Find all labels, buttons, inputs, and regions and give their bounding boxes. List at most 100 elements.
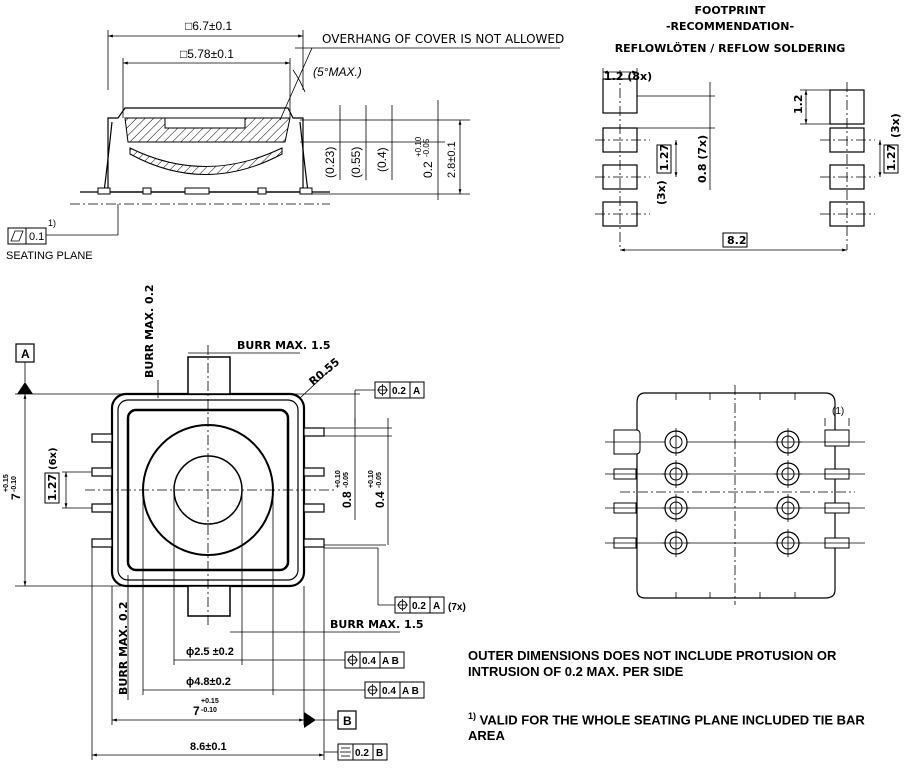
lead [91,503,113,513]
angle-arc [292,69,306,93]
dim-023-text: (0.23) [323,147,337,178]
pitch-count-right: (3x) [889,113,902,138]
sym-frame-ref [372,743,388,761]
tie-bar-top [187,356,231,395]
flatness-value: 0.1 [29,231,44,243]
pos-tol-top-ref: A [413,386,420,397]
note-seating-plane: 1) VALID FOR THE WHOLE SEATING PLANE INC… [468,708,898,744]
lead-w2-tol-lower: -0.05 [376,472,383,488]
bottom-outline [636,392,836,599]
lead [303,427,325,437]
pin-mark [774,494,802,522]
pos-frame-ref [399,681,425,699]
pitch-count-text: (6x) [48,447,59,470]
span-text: 8.2 [727,234,747,247]
lead-w2-text: 0.4 [373,491,387,508]
pos-tol-top-value: 0.2 [392,386,406,397]
pos-frame-ref [409,381,425,399]
leader-line [279,47,313,121]
lead [257,187,267,195]
pin-mark [662,494,690,522]
radius-text: R0.55 [307,355,343,388]
width-tol-lower: -0.10 [201,707,217,714]
dim-02-tol-upper: +0.10 [414,136,423,157]
pitch-text: 1.27 [46,474,59,501]
pos-tol-dia-small: 0.4 [362,656,376,667]
lead-w1-text: 0.8 [340,491,354,508]
pin-mark [774,428,802,456]
pin-mark [774,529,802,557]
footprint-process: REFLOWLÖTEN / REFLOW SOLDERING [615,41,846,55]
pos-tol-bot-value: 0.2 [412,601,426,612]
pad-gap-text: 0.8 (7x) [696,135,709,183]
pos-tol-dia-large-ref: A B [402,686,419,697]
lead [299,187,313,195]
lead-w2-tol-upper: +0.10 [368,470,375,488]
width-dim-text: 7 [193,704,200,718]
lead [142,187,152,195]
footprint-title: FOOTPRINT [694,4,766,17]
gel-hatch [129,147,283,175]
sym-tol-value: 0.2 [355,748,369,759]
flatness-frame-value [25,227,47,245]
datum-b-frame [337,710,357,730]
pitch-count-left: (3x) [655,180,668,205]
dia-small-text: ϕ2.5 ±0.2 [186,646,234,658]
pos-tol-bot-count: (7x) [448,602,466,613]
leader-line [299,369,331,399]
width-tol-upper: +0.15 [201,698,219,705]
seating-plane-label: SEATING PLANE [6,250,93,262]
overhang-note: OVERHANG OF COVER IS NOT ALLOWED [322,32,564,46]
lead [303,538,325,548]
datum-b-triangle [304,712,316,728]
package-wall [103,121,113,193]
bottom-view: (1) [605,385,865,605]
package-wall [299,121,309,193]
dim-02-text: 0.2 [421,161,435,178]
lead [91,433,113,443]
pos-tol-dia-large: 0.4 [382,686,396,697]
lead [303,503,325,513]
pad-width-text: 1.2 (8x) [604,70,652,83]
burr-top-v: BURR MAX. 0.2 [143,284,156,378]
lead-stub [824,429,850,447]
tie-bar-bottom [187,585,231,617]
footprint-view: FOOTPRINT -RECOMMENDATION- REFLOWLÖTEN /… [595,4,902,252]
pin-mark [664,428,688,456]
pitch-frame-right [883,144,899,174]
note-seating-plane-text: VALID FOR THE WHOLE SEATING PLANE INCLUD… [468,712,865,744]
note-mark: 1) [468,711,477,721]
angle-note: (5°MAX.) [313,65,362,79]
dim-outer-text: □6.7±0.1 [185,19,233,33]
pos-tol-bot-ref: A [433,601,440,612]
datum-a-triangle [17,382,33,394]
lead [91,538,113,548]
datum-a-label: A [21,347,30,361]
dim-inner-text: □5.78±0.1 [180,47,234,61]
footprint-subtitle: -RECOMMENDATION- [666,20,794,33]
side-view: □6.7±0.1 □5.78±0.1 OVERHANG OF COVER IS … [6,19,564,262]
dim-28-text: 2.8±0.1 [446,141,458,178]
burr-top-h: BURR MAX. 1.5 [237,339,331,352]
note-outer-dimensions: OUTER DIMENSIONS DOES NOT INCLUDE PROTUS… [468,648,837,679]
burr-bot-h: BURR MAX. 1.5 [330,618,424,631]
pitch-text-right: 1.27 [885,144,898,171]
pos-frame-ref [429,596,445,614]
pitch-text-left: 1.27 [658,144,671,171]
flatness-icon [10,230,24,242]
pos-frame-ref [379,651,405,669]
pin-mark [774,460,802,488]
bottom-note-ref: (1) [832,406,844,417]
dim-04-text: (0.4) [375,147,389,172]
pad-height-text: 1.2 [792,95,805,115]
pin-mark [662,529,690,557]
dim-055-text: (0.55) [349,147,363,178]
lead [97,187,111,195]
lead [91,467,113,477]
overall-width-text: 8.6±0.1 [190,741,227,753]
datum-b-label: B [343,714,352,728]
dim-02-tol-lower: -0.05 [422,138,431,157]
flatness-frame-symbol [7,227,27,245]
top-view: A 7 +0.15 -0.10 BURR MAX. [3,284,466,761]
